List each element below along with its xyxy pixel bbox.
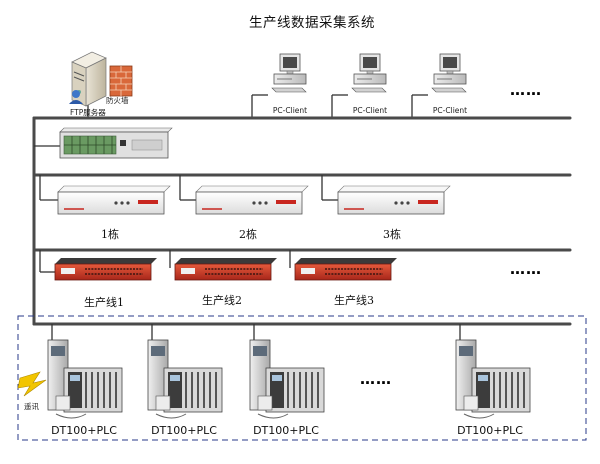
firewall-icon: [109, 65, 133, 97]
plc-icon: [47, 339, 123, 419]
plc-icon: [147, 339, 223, 419]
plc-unit: [147, 339, 223, 419]
user-icon: [69, 90, 83, 104]
core-switch: [34, 127, 173, 159]
pc-client-icon: [271, 53, 307, 93]
line-switches: 生产线1 生产线2 生产线3 ……: [39, 250, 542, 309]
router: [195, 185, 309, 215]
device-label: DT100+PLC: [51, 424, 117, 437]
production-line-label: 生产线2: [202, 293, 242, 307]
pc-client-icon: [431, 53, 467, 93]
switch: [54, 258, 157, 281]
switch: [174, 258, 277, 281]
building-label: 1栋: [101, 227, 119, 241]
production-line-label: 生产线1: [84, 295, 124, 309]
device-area: 遥讯 …… DT100+PLC DT100+PLC DT100+PLC DT10…: [17, 315, 587, 441]
router-icon: [57, 185, 171, 215]
device-label: DT100+PLC: [151, 424, 217, 437]
plc-unit: [455, 339, 531, 419]
building-label: 2栋: [239, 227, 257, 241]
device-frame: [17, 315, 587, 441]
pc-client-label: PC-Client: [353, 106, 387, 115]
router: [57, 185, 171, 215]
server-icon: [71, 51, 107, 107]
production-line-label: 生产线3: [334, 293, 374, 307]
pc-client-label: PC-Client: [433, 106, 467, 115]
remote-signal-label: 遥讯: [24, 401, 39, 411]
lines-ellipsis: ……: [510, 260, 542, 278]
plc-unit: [47, 339, 123, 419]
ftp-server-label: FTP服务器: [70, 107, 106, 117]
firewall-label: 防火墙: [106, 95, 129, 105]
building-routers: 1栋 2栋 3栋: [39, 175, 451, 241]
lightning-icon: [17, 371, 47, 397]
ftp-server: FTP服务器 防火墙: [69, 51, 133, 118]
device-label: DT100+PLC: [457, 424, 523, 437]
clients-ellipsis: ……: [510, 81, 542, 99]
plc-icon: [249, 339, 325, 419]
pc-client: [351, 53, 387, 93]
router-icon: [195, 185, 309, 215]
pc-client-label: PC-Client: [273, 106, 307, 115]
device-label: DT100+PLC: [253, 424, 319, 437]
plc-icon: [455, 339, 531, 419]
pc-client-icon: [351, 53, 387, 93]
plc-unit: [249, 339, 325, 419]
pc-client-group: PC-Client PC-Client PC-Client ……: [251, 53, 542, 118]
core-switch-icon: [59, 127, 173, 159]
router: [337, 185, 451, 215]
building-label: 3栋: [383, 227, 401, 241]
pc-client: [431, 53, 467, 93]
router-icon: [337, 185, 451, 215]
devices-ellipsis: ……: [360, 370, 392, 388]
diagram-title: 生产线数据采集系统: [249, 15, 375, 31]
network-buses: [32, 116, 572, 326]
switch-icon: [54, 258, 157, 281]
switch-icon: [174, 258, 277, 281]
switch-icon: [294, 258, 397, 281]
switch: [294, 258, 397, 281]
pc-client: [271, 53, 307, 93]
